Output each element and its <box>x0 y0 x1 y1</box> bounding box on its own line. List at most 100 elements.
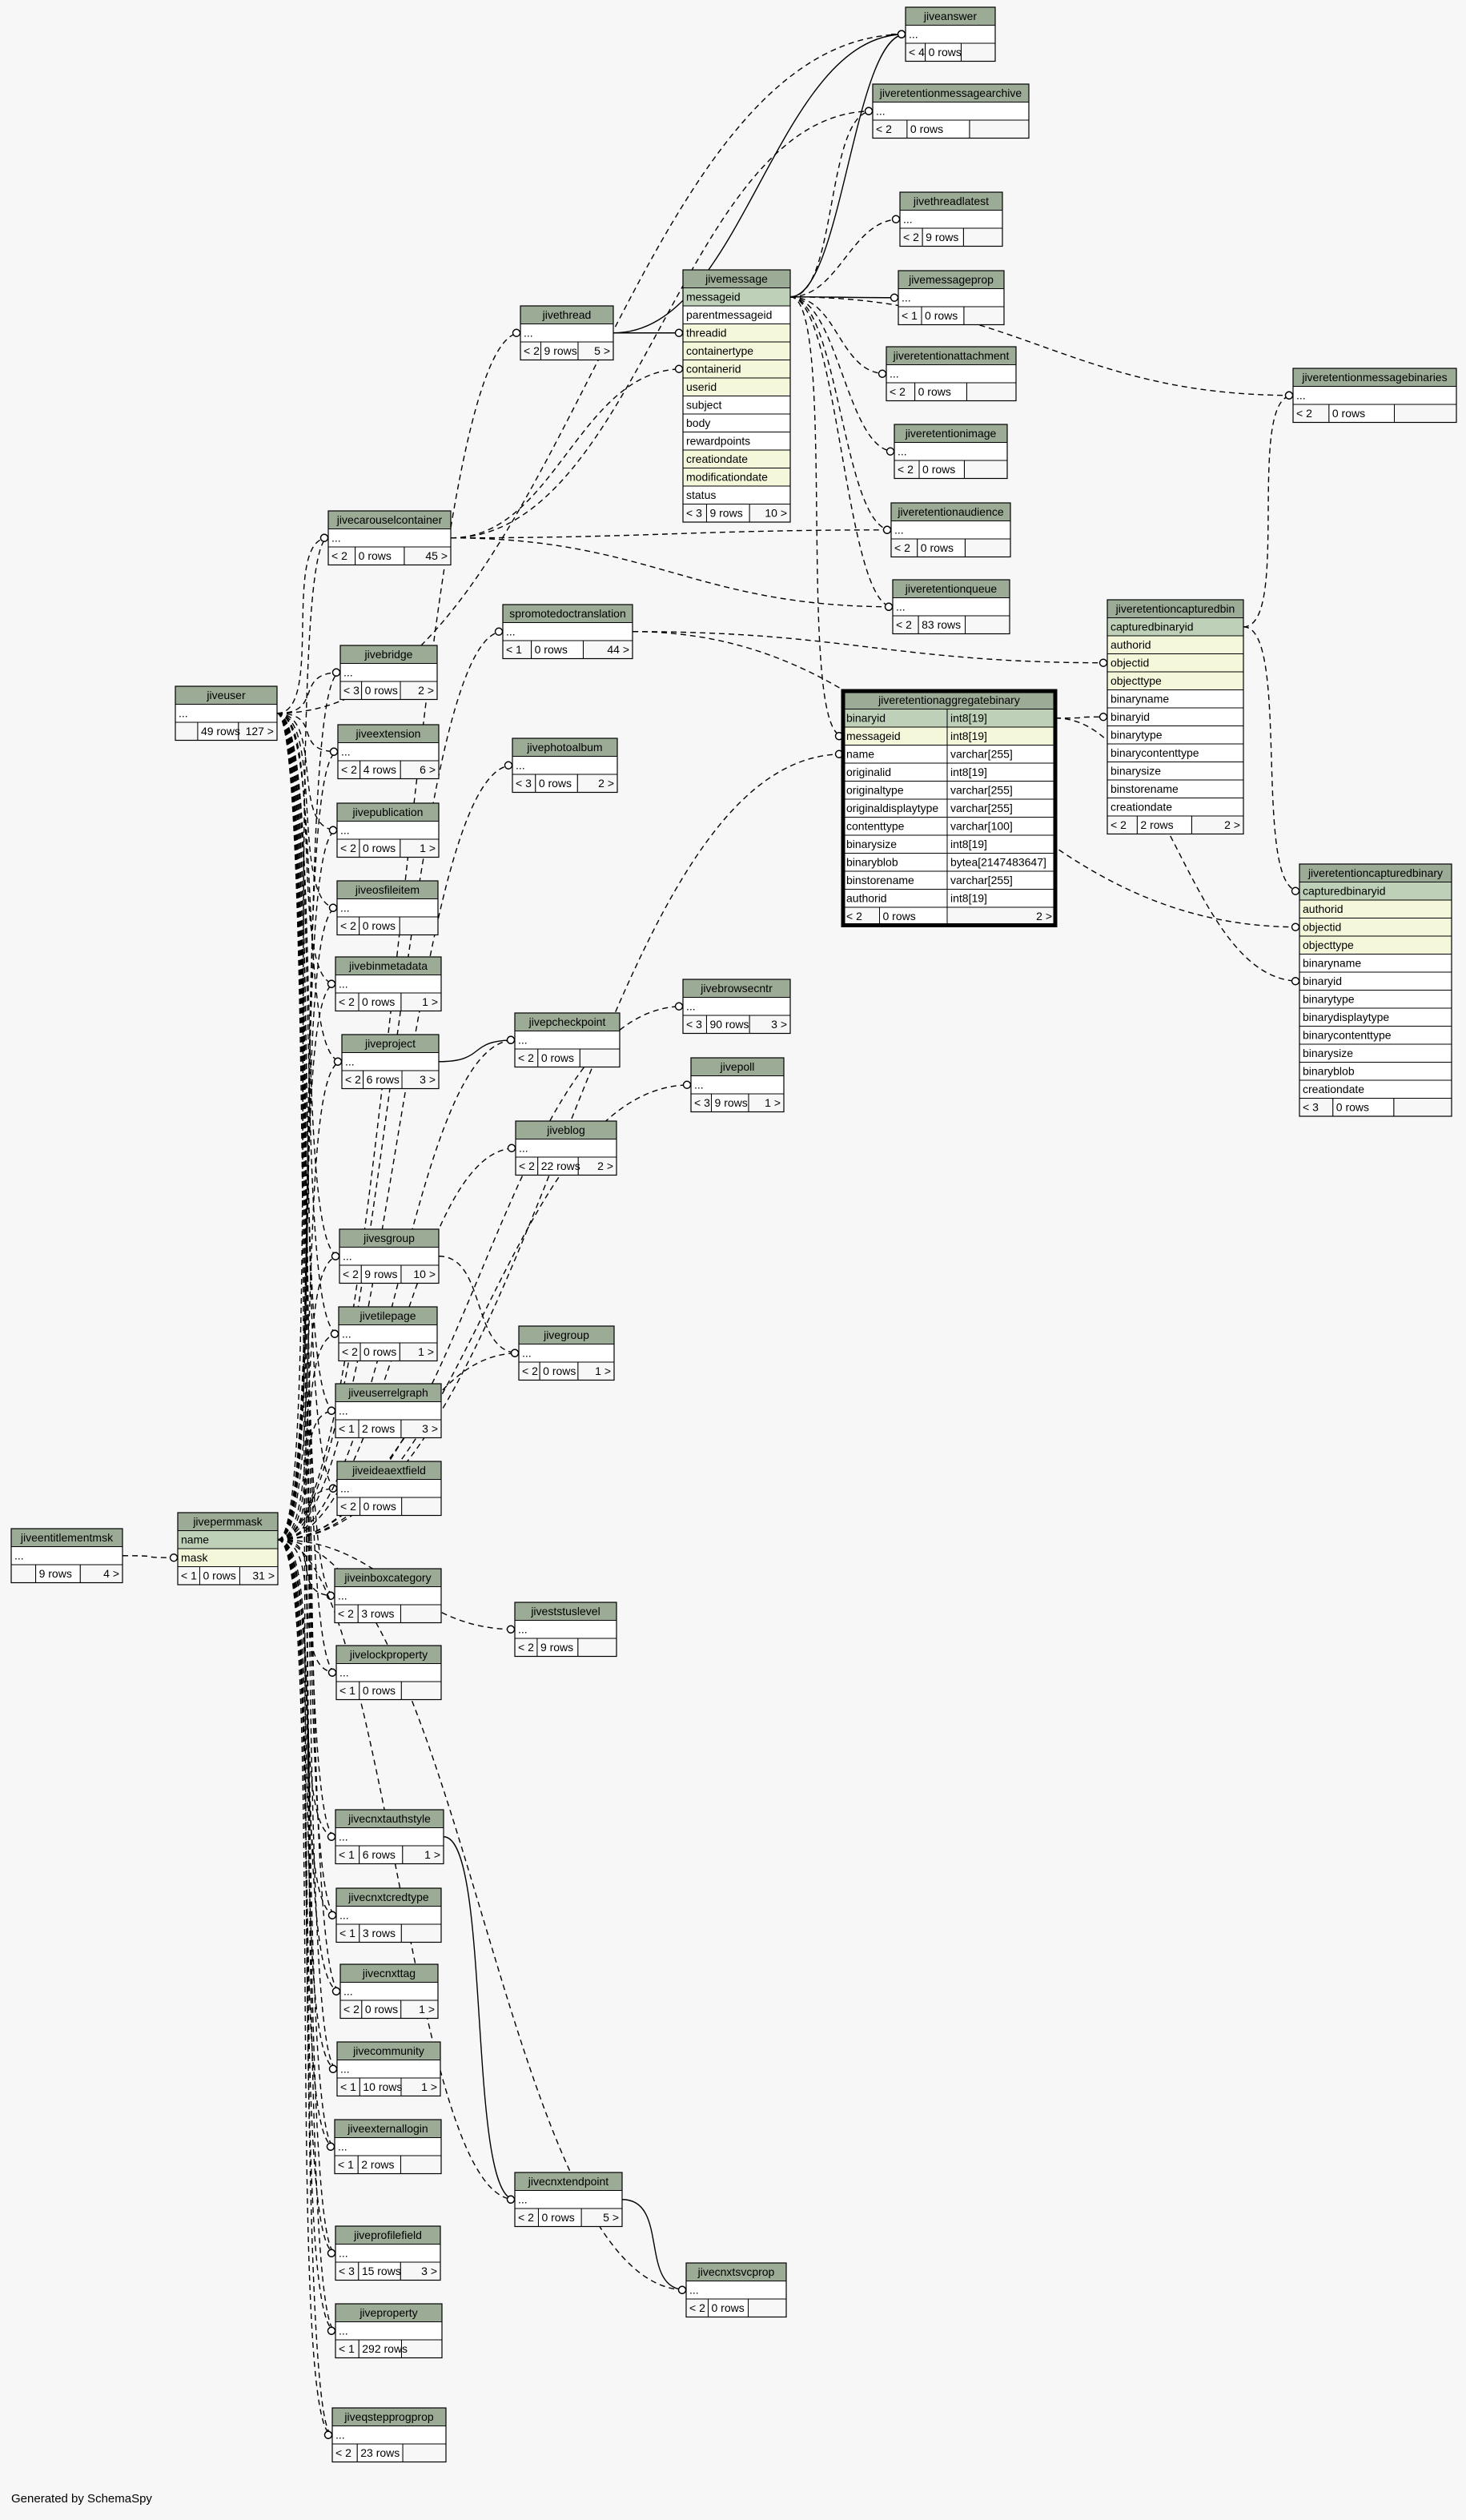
optional-marker <box>331 1252 340 1260</box>
table-border <box>338 1306 438 1362</box>
table-border <box>337 724 440 780</box>
translation-relationship <box>632 631 1108 664</box>
children-count: 4 > <box>103 1567 119 1580</box>
parents-count: < 1 <box>339 1422 355 1435</box>
column-cell <box>520 324 614 343</box>
column-name: ... <box>335 2429 345 2442</box>
table-jiveretentioncapturedbinary[interactable]: jiveretentioncapturedbinarycapturedbinar… <box>1299 863 1452 1117</box>
table-border <box>685 2262 787 2318</box>
table-border <box>175 685 278 742</box>
authstyle-relationship <box>443 1836 516 2200</box>
optional-marker <box>510 1348 520 1357</box>
permmask-relationship <box>277 830 338 1541</box>
parents-count: < 2 <box>518 1641 534 1654</box>
message-relationship <box>789 296 899 299</box>
permmask-relationship <box>277 1061 343 1541</box>
optional-marker <box>864 107 874 115</box>
user-relationship <box>276 672 341 714</box>
column-cell <box>335 2244 441 2263</box>
table-border <box>886 346 1017 402</box>
column-name: authorid <box>1111 638 1151 651</box>
user-relationship <box>276 713 338 831</box>
message-relationship <box>789 296 892 531</box>
column-name: ... <box>902 291 911 304</box>
parents-count: < 2 <box>518 1051 534 1064</box>
table-border <box>1292 368 1457 424</box>
parents-count: < 1 <box>339 2342 355 2355</box>
column-name: ... <box>524 327 533 340</box>
children-count: 1 > <box>418 1345 434 1358</box>
parents-count: < 1 <box>339 1927 355 1939</box>
optional-marker <box>1291 886 1300 895</box>
row-count: 10 rows <box>363 2080 402 2093</box>
table-jivemessage[interactable]: jivemessagemessageidparentmessageidthrea… <box>682 269 791 523</box>
column-name: ... <box>14 1549 24 1562</box>
permmask-relationship <box>277 672 341 1541</box>
column-cell <box>335 1827 444 1847</box>
table-border <box>334 1568 442 1624</box>
column-name: binaryid <box>1111 710 1150 723</box>
message-relationship <box>789 296 1294 396</box>
table-border <box>872 83 1030 139</box>
column-name: ... <box>341 746 351 758</box>
table-border <box>335 956 442 1012</box>
message-relationship <box>789 296 894 608</box>
table-border <box>512 738 618 794</box>
children-count: 10 > <box>765 507 787 520</box>
children-count: 1 > <box>422 995 438 1008</box>
optional-marker <box>329 747 339 756</box>
row-count: 0 rows <box>921 541 954 554</box>
parents-count: < 2 <box>903 231 919 243</box>
row-count: 4 rows <box>363 763 396 776</box>
column-cell <box>175 704 278 723</box>
table-jiveretentioncapturedbin[interactable]: jiveretentioncapturedbincapturedbinaryid… <box>1107 599 1244 835</box>
table-border <box>339 1228 440 1284</box>
row-count: 90 rows <box>709 1018 749 1031</box>
